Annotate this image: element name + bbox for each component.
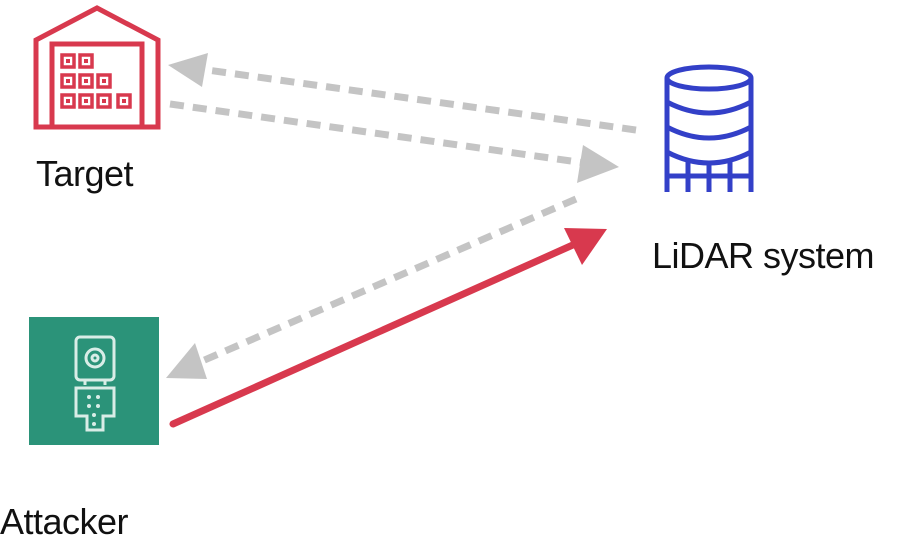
- robot-icon: [74, 335, 116, 432]
- arrow-lidar-to-attacker: [166, 195, 578, 379]
- warehouse-crates: [60, 53, 132, 109]
- arrow-lidar-to-target: [168, 53, 637, 134]
- attacker-label: Attacker: [0, 501, 129, 537]
- database-icon: [664, 64, 754, 192]
- arrow-attacker-to-lidar: [169, 228, 607, 428]
- lidar-label: LiDAR system: [652, 235, 875, 276]
- arrow-target-to-lidar: [169, 100, 619, 183]
- target-label: Target: [36, 153, 134, 194]
- robot-dots: [87, 395, 100, 426]
- warehouse-crate-dots: [66, 59, 126, 103]
- warehouse-icon: [33, 5, 161, 130]
